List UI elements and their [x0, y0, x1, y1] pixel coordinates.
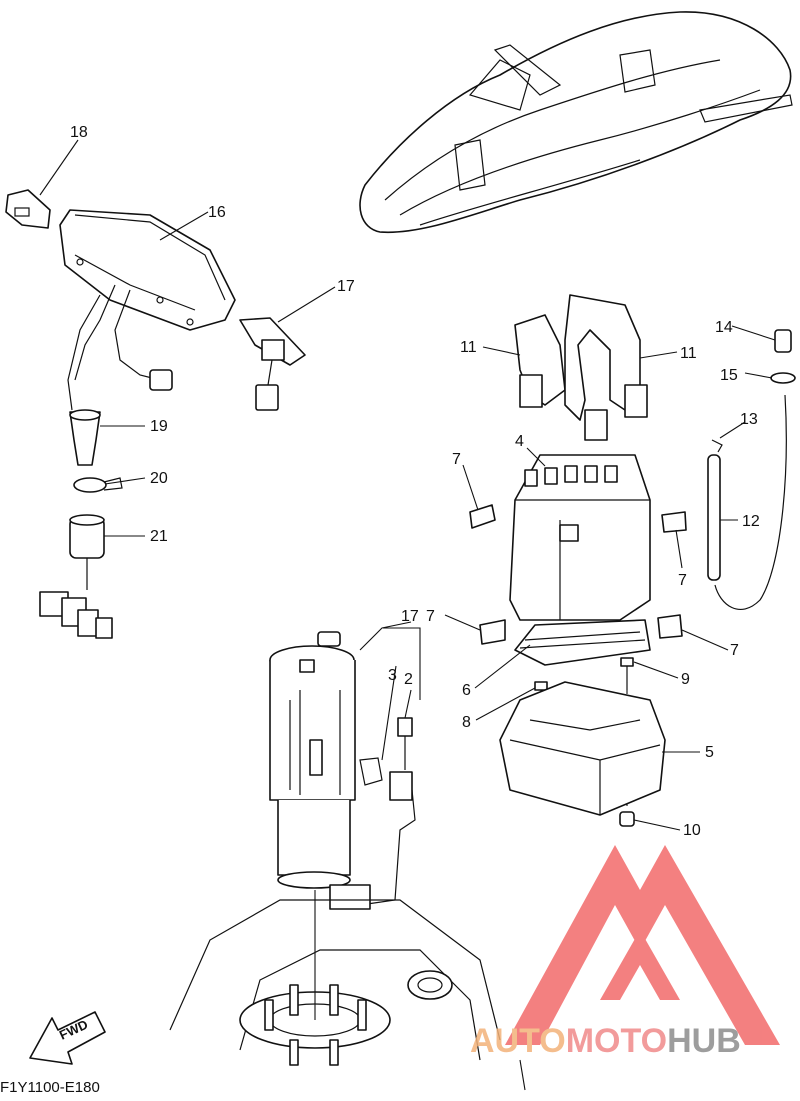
- callout-2: 2: [404, 671, 413, 688]
- callout-6: 6: [462, 682, 471, 699]
- callout-9: 9: [681, 671, 690, 688]
- callout-7-right-bottom: 7: [730, 642, 739, 659]
- callout-20: 20: [150, 470, 168, 487]
- leader-lines: [39, 139, 776, 831]
- callout-4: 4: [515, 433, 524, 450]
- callout-5: 5: [705, 744, 714, 761]
- switch-17: [239, 317, 306, 411]
- meter-assembly: [59, 209, 236, 411]
- callout-3: 3: [388, 667, 397, 684]
- battery-mat: [514, 619, 651, 666]
- callout-16: 16: [208, 204, 226, 221]
- battery: [509, 454, 651, 621]
- callout-7-right-top: 7: [678, 572, 687, 589]
- pump-connectors: [329, 717, 416, 910]
- watermark-auto: AUTO: [470, 1022, 566, 1060]
- callout-11-left: 11: [460, 339, 477, 356]
- breather-pipe: [707, 329, 796, 611]
- callout-labels: 18 16 17 19 20 21 11 11 14 15 13 12 4 7 …: [70, 124, 760, 839]
- callout-12: 12: [742, 513, 760, 530]
- callout-8: 8: [462, 714, 471, 731]
- watermark-text: AUTOMOTOHUB: [470, 1022, 741, 1060]
- watermark-hub: HUB: [667, 1022, 741, 1060]
- callout-7-left-top: 7: [452, 451, 461, 468]
- drawing-code: F1Y1100-E180: [0, 1079, 100, 1096]
- watercraft-hull: [359, 11, 793, 234]
- callout-17-meter: 17: [337, 278, 355, 295]
- fuel-pump: [269, 631, 356, 889]
- callout-15: 15: [720, 367, 738, 384]
- callout-10: 10: [683, 822, 701, 839]
- callout-18: 18: [70, 124, 88, 141]
- battery-case: [499, 681, 666, 816]
- callout-14: 14: [715, 319, 733, 336]
- watermark-logo: AUTOMOTOHUB: [470, 845, 780, 1060]
- pads: [469, 504, 687, 645]
- fwd-arrow: FWD: [29, 1011, 106, 1065]
- callout-7-left-bottom: 7: [426, 608, 435, 625]
- callout-21: 21: [150, 528, 168, 545]
- battery-bands: [514, 294, 648, 441]
- fuel-tank: [169, 890, 526, 1091]
- watermark-moto: MOTO: [566, 1022, 667, 1060]
- callout-13: 13: [740, 411, 758, 428]
- cover-18: [5, 189, 51, 229]
- harness-parts: [39, 409, 123, 639]
- callout-17-pump: 17: [401, 608, 419, 625]
- callout-11-right: 11: [680, 345, 697, 362]
- callout-19: 19: [150, 418, 168, 435]
